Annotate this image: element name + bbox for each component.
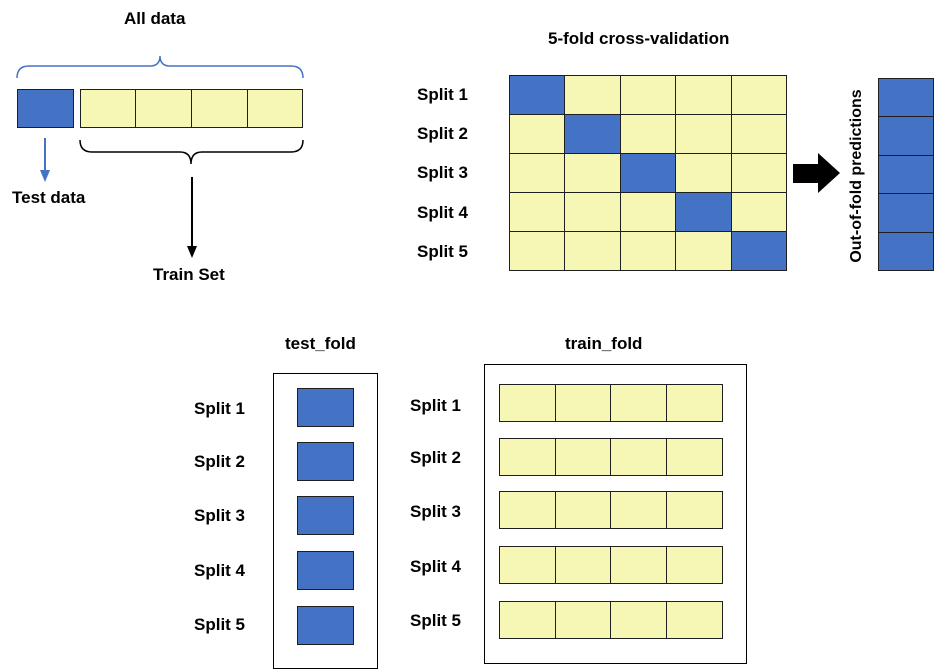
cv-train-cell	[730, 153, 787, 193]
cv-train-cell	[564, 153, 621, 193]
cv-train-cell	[509, 192, 566, 232]
cv-train-cell	[509, 231, 566, 271]
test-fold-frame	[273, 373, 378, 669]
train-set-brace	[79, 139, 304, 165]
oof-label: Out-of-fold predictions	[848, 89, 865, 263]
cv-title: 5-fold cross-validation	[548, 29, 730, 48]
oof-cell	[878, 116, 934, 156]
oof-cell	[878, 78, 934, 118]
cv-split-label: Split 1	[417, 85, 469, 104]
oof-cell	[878, 154, 934, 195]
train-block-4	[247, 89, 303, 128]
cv-train-cell	[619, 75, 677, 115]
cv-train-cell	[564, 231, 621, 271]
cv-split-label: Split 4	[417, 203, 469, 222]
train-fold-split-label: Split 3	[410, 502, 462, 521]
train-fold-split-label: Split 4	[410, 557, 462, 576]
test-fold-split-label: Split 5	[194, 615, 246, 634]
train-fold-cell	[610, 601, 668, 639]
cv-split-label: Split 5	[417, 242, 469, 261]
train-set-arrow-head	[187, 246, 197, 258]
cv-test-cell	[730, 231, 787, 271]
train-fold-cell	[499, 438, 556, 476]
cv-test-cell	[564, 114, 621, 154]
cv-train-cell	[730, 114, 787, 154]
cv-train-cell	[619, 192, 677, 232]
test-fold-split-label: Split 2	[194, 452, 246, 471]
test-fold-block	[297, 442, 354, 481]
cv-train-cell	[675, 231, 732, 271]
train-block-2	[135, 89, 192, 128]
cv-train-cell	[619, 231, 677, 271]
train-set-label: Train Set	[153, 265, 225, 284]
train-fold-cell	[554, 384, 612, 422]
oof-arrow	[793, 153, 840, 193]
oof-cell	[878, 231, 934, 271]
all-data-label: All data	[124, 9, 186, 28]
cv-test-cell	[509, 75, 566, 115]
cv-split-label: Split 2	[417, 124, 469, 143]
test-data-arrow-head	[40, 170, 50, 182]
cv-train-cell	[675, 114, 732, 154]
cv-test-cell	[675, 192, 732, 232]
test-data-block	[17, 89, 74, 128]
train-fold-cell	[610, 546, 668, 584]
test-fold-title: test_fold	[285, 334, 356, 353]
test-fold-split-label: Split 4	[194, 561, 246, 580]
test-fold-split-label: Split 3	[194, 506, 246, 525]
train-fold-cell	[554, 601, 612, 639]
test-fold-split-label: Split 1	[194, 399, 246, 418]
oof-cell	[878, 193, 934, 233]
cv-split-label: Split 3	[417, 163, 469, 182]
train-block-3	[191, 89, 248, 128]
cv-train-cell	[730, 75, 787, 115]
cv-train-cell	[564, 192, 621, 232]
train-fold-cell	[666, 384, 723, 422]
train-fold-cell	[666, 491, 723, 529]
all-data-brace	[16, 55, 304, 79]
train-fold-cell	[554, 491, 612, 529]
train-fold-cell	[499, 384, 556, 422]
cv-train-cell	[509, 153, 566, 193]
train-fold-frame	[484, 364, 747, 664]
train-fold-cell	[666, 438, 723, 476]
cv-train-cell	[509, 114, 566, 154]
train-fold-title: train_fold	[565, 334, 643, 353]
train-fold-cell	[666, 601, 723, 639]
cv-train-cell	[675, 153, 732, 193]
train-fold-cell	[499, 546, 556, 584]
train-fold-cell	[610, 384, 668, 422]
train-block-1	[80, 89, 136, 128]
train-fold-split-label: Split 1	[410, 396, 462, 415]
cv-train-cell	[619, 114, 677, 154]
test-fold-block	[297, 496, 354, 535]
test-fold-block	[297, 551, 354, 590]
train-fold-cell	[499, 491, 556, 529]
train-fold-cell	[610, 491, 668, 529]
train-fold-cell	[610, 438, 668, 476]
train-fold-split-label: Split 2	[410, 448, 462, 467]
test-fold-block	[297, 388, 354, 427]
train-fold-cell	[554, 438, 612, 476]
cv-train-cell	[564, 75, 621, 115]
cv-train-cell	[675, 75, 732, 115]
test-fold-block	[297, 606, 354, 645]
train-fold-cell	[666, 546, 723, 584]
train-fold-cell	[499, 601, 556, 639]
train-fold-split-label: Split 5	[410, 611, 462, 630]
test-data-label: Test data	[12, 188, 86, 207]
train-fold-cell	[554, 546, 612, 584]
cv-train-cell	[730, 192, 787, 232]
cv-test-cell	[619, 153, 677, 193]
